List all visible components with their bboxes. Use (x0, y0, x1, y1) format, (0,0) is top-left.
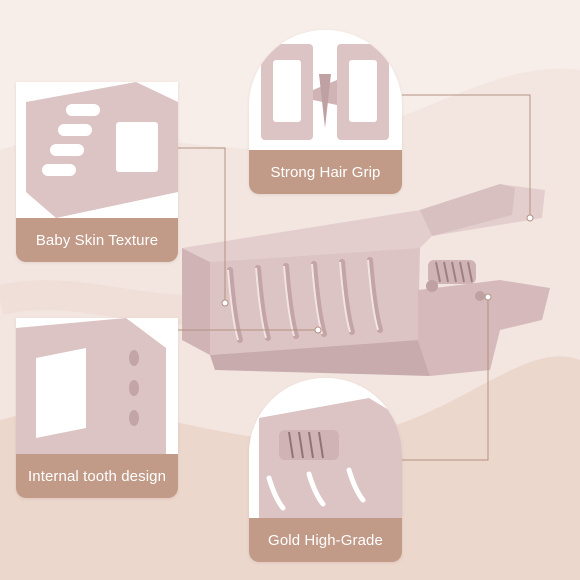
callout-internal-tooth-design: Internal tooth design (16, 318, 178, 498)
callout-gold-high-grade: Gold High-Grade (249, 378, 402, 562)
callout-baby-skin-texture: Baby Skin Texture (16, 82, 178, 262)
claw-clip-teeth-icon (16, 318, 178, 454)
callout-label: Strong Hair Grip (249, 150, 402, 194)
callout-label: Gold High-Grade (249, 518, 402, 562)
hair-claw-clip-icon (182, 184, 550, 376)
claw-clip-spring-icon (249, 378, 402, 518)
claw-clip-top-view-icon (249, 30, 402, 150)
claw-clip-slots-icon (16, 82, 178, 218)
callout-label: Baby Skin Texture (16, 218, 178, 262)
callout-label: Internal tooth design (16, 454, 178, 498)
callout-strong-hair-grip: Strong Hair Grip (249, 30, 402, 194)
